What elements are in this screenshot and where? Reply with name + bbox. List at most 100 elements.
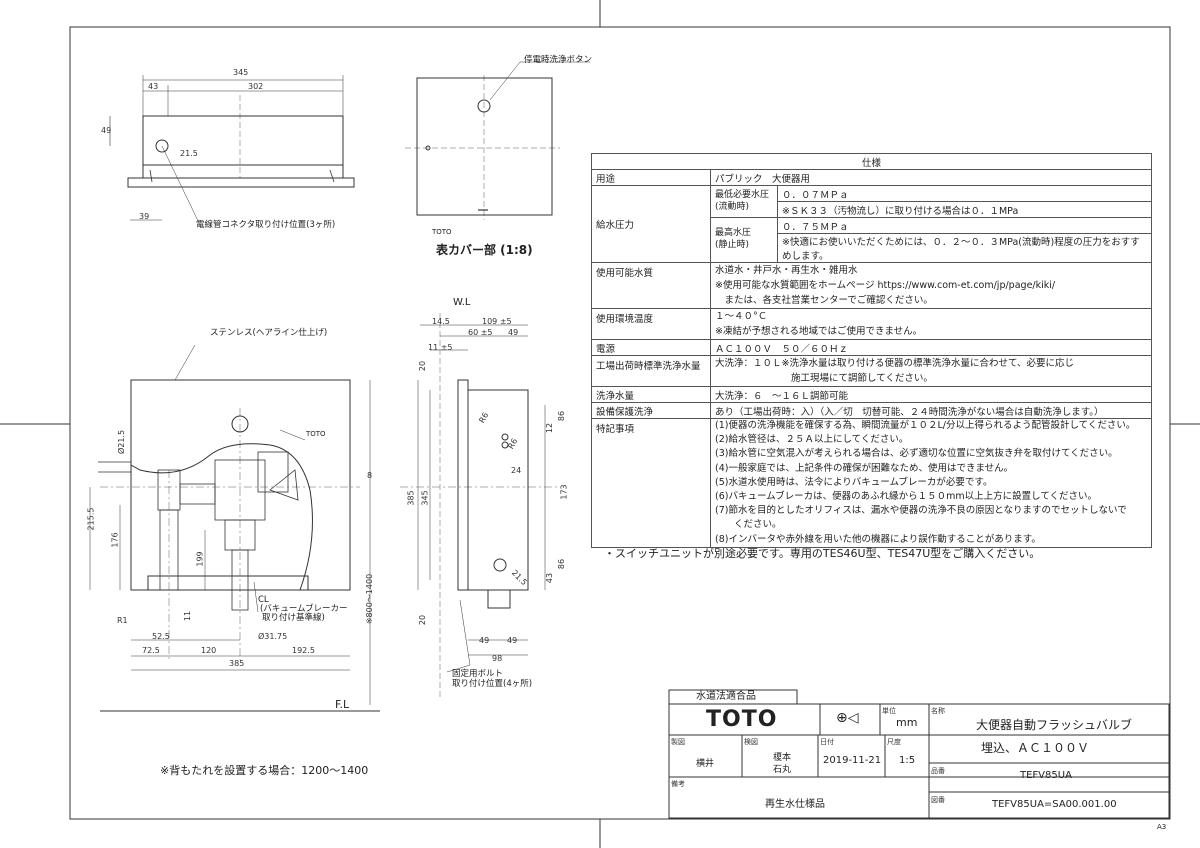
factory-volume-line-2: 施工現場にて調節してください。 xyxy=(715,373,933,384)
remarks-label: 備考 xyxy=(671,780,685,788)
side-dim-49-left: 49 xyxy=(479,636,490,645)
dim-43: 43 xyxy=(148,82,159,91)
checked-by-2: 石丸 xyxy=(773,765,792,775)
checked-by-1: 榎本 xyxy=(773,753,792,763)
side-dim-385: 385 xyxy=(406,490,416,506)
spec-label-notes: 特記事項 xyxy=(591,418,711,548)
cl-note-1: CL xyxy=(258,595,269,605)
dim-176: 176 xyxy=(110,532,120,548)
note-6: (6)バキュームブレーカは、便器のあふれ縁から１５０mm以上上方に設置してくださ… xyxy=(715,491,1098,503)
spec-label-water-quality: 使用可能水質 xyxy=(591,262,711,309)
product-name: 大便器自動フラッシュバルブ xyxy=(976,718,1133,732)
dim-302: 302 xyxy=(248,82,264,91)
dim-8: 8 xyxy=(367,471,373,480)
dim-49: 49 xyxy=(101,126,112,135)
spec-value-temperature: １～４０°Ｃ ※凍結が予想される地域ではご使用できません。 xyxy=(710,308,1152,340)
backrest-note: ※背もたれを設置する場合：1200～1400 xyxy=(160,764,369,777)
remarks-value: 再生水仕様品 xyxy=(765,799,825,810)
side-dim-12: 12 xyxy=(545,422,555,434)
spec-value-usage: パブリック 大便器用 xyxy=(710,169,1152,186)
side-dim-86-bottom: 86 xyxy=(557,558,567,570)
cover-view xyxy=(405,61,590,220)
front-view xyxy=(89,344,371,705)
scale-value: 1:5 xyxy=(899,755,916,766)
spec-label-temperature: 使用環境温度 xyxy=(591,308,711,340)
drawn-label: 製図 xyxy=(671,738,685,746)
spec-value-min-pressure-note: ※ＳＫ３３（汚物流し）に取り付ける場合は０．１MPa xyxy=(777,201,1152,218)
side-dim-345: 345 xyxy=(420,490,430,506)
dim-r1: R1 xyxy=(117,616,128,625)
spec-value-power: ＡＣ１００Ｖ ５０／６０Ｈｚ xyxy=(710,339,1152,356)
floor-level-label: F.L xyxy=(335,698,350,711)
product-subname: 埋込、ＡＣ１００Ｖ xyxy=(981,741,1090,755)
side-dim-49: 49 xyxy=(508,328,519,337)
unit-value: mm xyxy=(896,716,918,729)
spec-label-pressure: 給水圧力 xyxy=(591,185,711,263)
cl-note-2: (バキュームブレーカー xyxy=(260,604,348,614)
dim-800-1400: ※800～1400 xyxy=(365,573,375,625)
dim-39: 39 xyxy=(139,212,150,221)
spec-value-factory-volume: 大洗浄：１０Ｌ※洗浄水量は取り付ける便器の標準洗浄水量に合わせて、必要に応じ 施… xyxy=(710,355,1152,387)
part-label: 品番 xyxy=(931,767,945,775)
bolt-note-1: 固定用ボルト xyxy=(452,669,504,679)
note-3: (3)給水管に空気混入が考えられる場合は、必ず適切な位置に空気抜き弁を取付けてく… xyxy=(715,448,1118,460)
title-block-frame xyxy=(668,689,1170,819)
spec-sublabel-max-pressure: 最高水圧 (静止時) xyxy=(710,217,778,263)
cl-note-3: 取り付け基準線) xyxy=(262,613,325,623)
side-dim-14-5: 14.5 xyxy=(432,317,450,326)
checked-label: 検図 xyxy=(744,738,758,746)
name-label: 名称 xyxy=(931,707,945,715)
spec-value-max-pressure-note: ※快適にお使いいただくためには、０．２～０．３MPa(流動時)程度の圧力をおすす… xyxy=(777,233,1152,263)
note-8: (8)インバータや赤外線を用いた他の機器により誤作動することがあります。 xyxy=(715,533,1041,545)
spec-sublabel-min-pressure: 最低必要水圧 (流動時) xyxy=(710,185,778,218)
toto-mark-label: TOTO xyxy=(306,430,326,438)
stainless-label: ステンレス(ヘアライン仕上げ) xyxy=(210,328,328,338)
scale-label: 尺度 xyxy=(887,738,901,746)
spec-label-protection: 設備保護洗浄 xyxy=(591,402,711,419)
dim-dia-21-5: Ø21.5 xyxy=(117,429,127,455)
note-7: (7)節水を目的としたオリフィスは、漏水や便器の洗浄不良の原因となりますのでセッ… xyxy=(715,505,1127,517)
spec-table: 仕様 用途 パブリック 大便器用 給水圧力 最低必要水圧 (流動時) ０．０７Ｍ… xyxy=(591,153,1152,548)
spec-value-water-quality: 水道水・井戸水・再生水・雑用水 ※使用可能な水質範囲をホームページ https:… xyxy=(710,262,1152,309)
water-quality-line-3: または、各支社営業センターでご確認ください。 xyxy=(715,295,933,306)
approved-label: 水道法適合品 xyxy=(696,691,756,702)
part-number: TEFV85UA xyxy=(1020,770,1072,781)
side-dim-98: 98 xyxy=(492,654,503,663)
spec-label-factory-volume: 工場出荷時標準洗浄水量 xyxy=(591,355,711,387)
side-dim-60: 60 ±5 xyxy=(468,328,493,337)
side-dim-173: 173 xyxy=(559,484,569,500)
side-dim-11: 11 ±5 xyxy=(428,343,453,352)
spec-title: 仕様 xyxy=(591,153,1152,170)
side-dim-20-bottom: 20 xyxy=(418,614,428,626)
note-5: (5)水道水使用時は、法令によりバキュームブレーカが必要です。 xyxy=(715,476,993,488)
water-quality-line-1: 水道水・井戸水・再生水・雑用水 xyxy=(715,265,858,276)
drawing-number-label: 図番 xyxy=(931,796,945,804)
drawn-by: 横井 xyxy=(696,759,715,769)
spec-label-flush-volume: 洗浄水量 xyxy=(591,386,711,403)
temperature-line-2: ※凍結が予想される地域ではご使用できません。 xyxy=(715,326,923,337)
connector-note: 電線管コネクタ取り付け位置(3ヶ所) xyxy=(196,220,336,230)
side-dim-86-top: 86 xyxy=(557,410,567,422)
unit-label: 単位 xyxy=(882,707,896,715)
spec-value-max-pressure: ０．７５ＭＰａ xyxy=(777,217,1152,234)
emergency-button-label: 停電時洗浄ボタン xyxy=(524,55,593,65)
spec-value-protection: あり（工場出荷時：入）（入／切 切替可能、２４時間洗浄がない場合は自動洗浄します… xyxy=(710,402,1152,419)
spec-value-min-pressure: ０．０７ＭＰａ xyxy=(777,185,1152,202)
cover-logo: TOTO xyxy=(432,228,452,236)
dim-215-5: 215.5 xyxy=(86,507,96,531)
side-dim-20-top: 20 xyxy=(418,360,428,372)
note-7-cont: ください。 xyxy=(715,519,782,531)
note-2: (2)給水管径は、２５Ａ以上にしてください。 xyxy=(715,434,909,446)
max-pressure-line-2: (静止時) xyxy=(715,240,750,250)
dim-385: 385 xyxy=(229,659,245,668)
dim-120: 120 xyxy=(201,646,217,655)
temperature-line-1: １～４０°Ｃ xyxy=(715,311,768,322)
paper-size: A3 xyxy=(1157,823,1167,831)
bolt-note-2: 取り付け位置(4ヶ所) xyxy=(452,679,533,689)
water-quality-line-2: ※使用可能な水質範囲をホームページ https://www.com-et.com… xyxy=(715,280,1056,291)
dim-72-5: 72.5 xyxy=(142,646,160,655)
top-view xyxy=(109,75,355,226)
max-pressure-line-1: 最高水圧 xyxy=(715,228,752,239)
min-pressure-line-1: 最低必要水圧 xyxy=(715,189,770,200)
